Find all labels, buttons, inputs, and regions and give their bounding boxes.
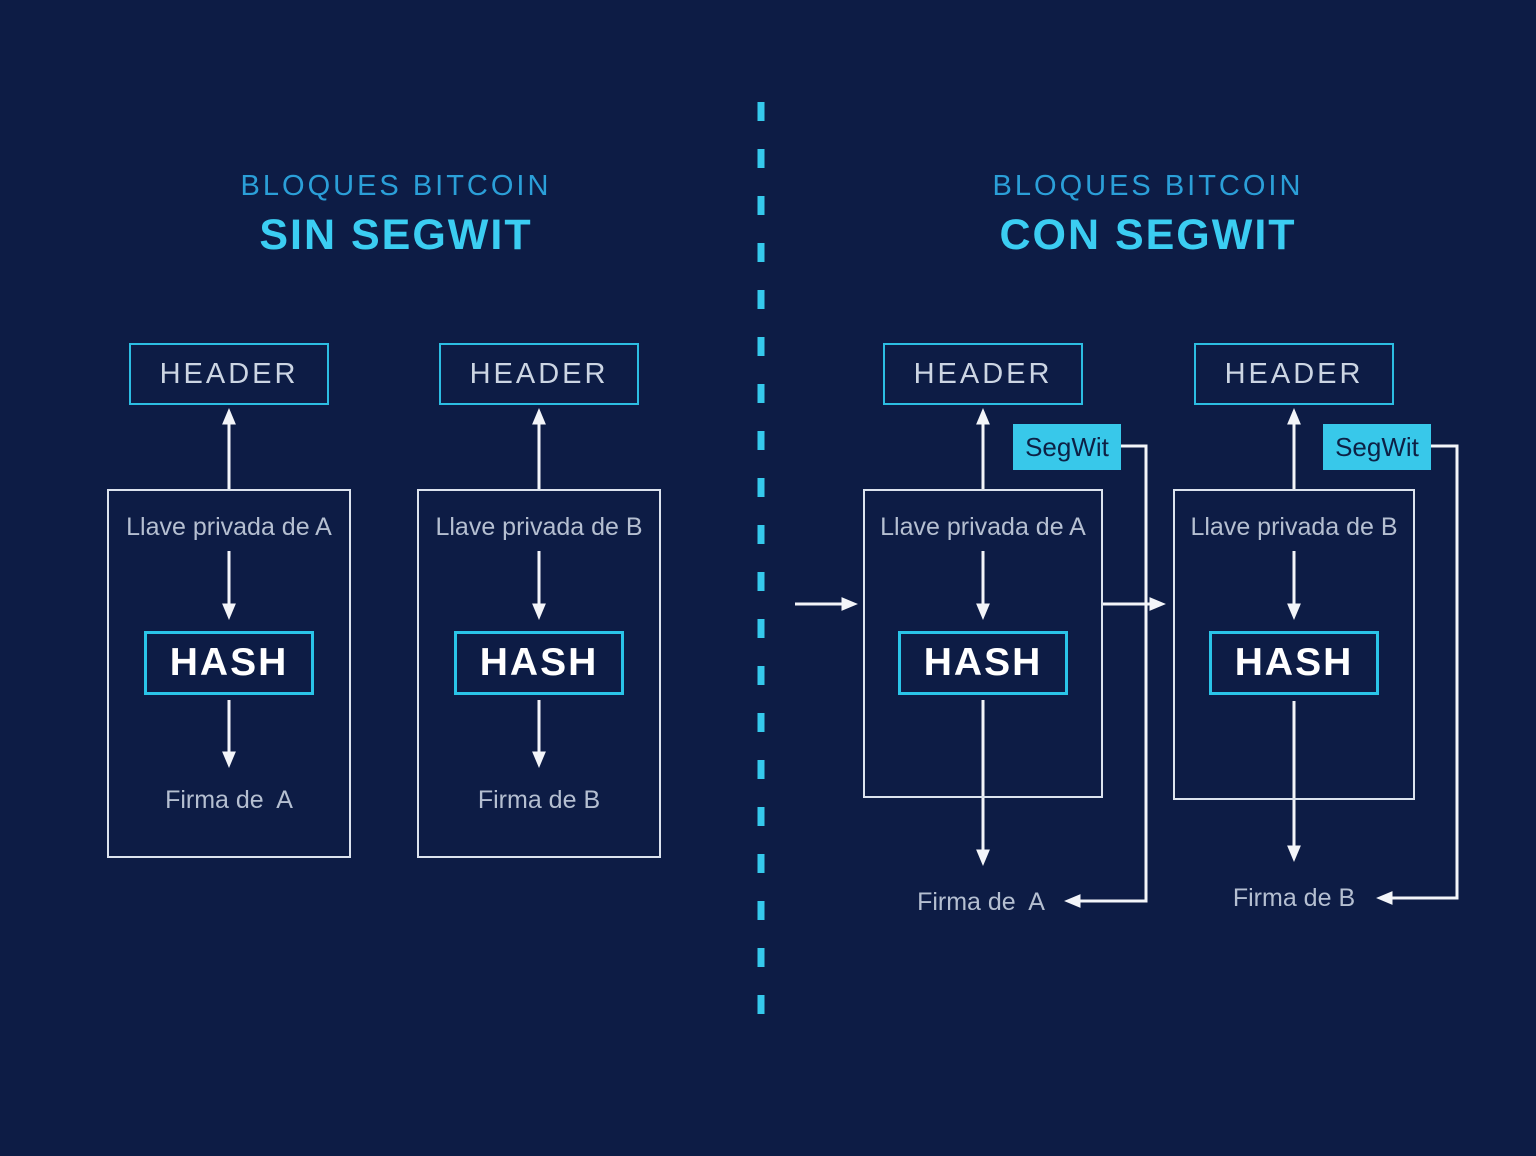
right-section-title-line1: BLOQUES BITCOIN xyxy=(992,170,1304,202)
block-body xyxy=(417,489,661,858)
left-section-title-line2: SIN SEGWIT xyxy=(259,211,533,259)
signature-label: Firma de A xyxy=(165,786,293,814)
signature-label: Firma de B xyxy=(477,786,601,814)
right-section-title-line2: CON SEGWIT xyxy=(999,211,1297,259)
hash-box: HASH xyxy=(144,631,314,695)
signature-label: Firma de A xyxy=(917,888,1045,916)
hash-box: HASH xyxy=(454,631,624,695)
signature-label: Firma de B xyxy=(1232,884,1356,912)
block-body xyxy=(863,489,1103,798)
block-body xyxy=(1173,489,1415,800)
left-section-title-line1: BLOQUES BITCOIN xyxy=(240,170,552,202)
hash-box: HASH xyxy=(1209,631,1379,695)
private-key-label: Llave privada de A xyxy=(126,513,332,541)
segwit-tag: SegWit xyxy=(1323,424,1431,470)
header-box: HEADER xyxy=(883,343,1083,405)
block-body xyxy=(107,489,351,858)
private-key-label: Llave privada de A xyxy=(880,513,1086,541)
hash-box: HASH xyxy=(898,631,1068,695)
segwit-tag: SegWit xyxy=(1013,424,1121,470)
header-box: HEADER xyxy=(439,343,639,405)
header-box: HEADER xyxy=(1194,343,1394,405)
header-box: HEADER xyxy=(129,343,329,405)
private-key-label: Llave privada de B xyxy=(1190,513,1398,541)
private-key-label: Llave privada de B xyxy=(435,513,643,541)
